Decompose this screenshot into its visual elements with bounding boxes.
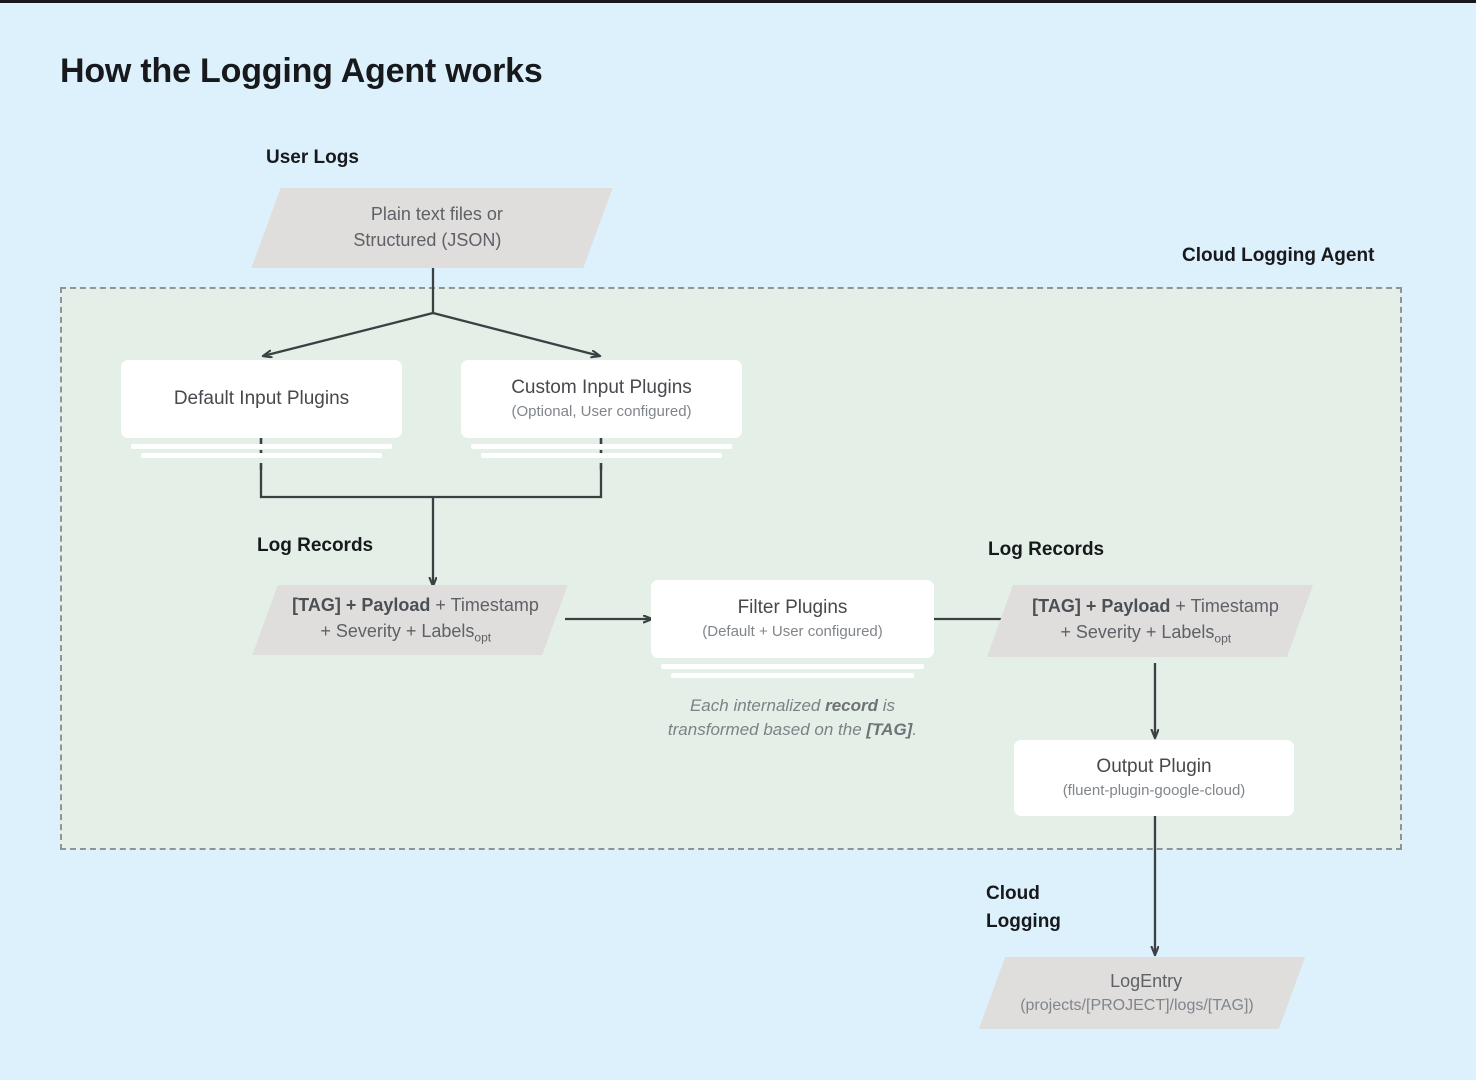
- zone-label-cloud-logging-agent: Cloud Logging Agent: [1182, 245, 1375, 266]
- log-record-right-bold: [TAG] + Payload: [1031, 596, 1170, 617]
- node-default-input-plugins[interactable]: Default Input Plugins: [121, 360, 402, 438]
- zone-label-cloud-logging: Cloud Logging: [986, 880, 1061, 935]
- top-rule: [0, 0, 1476, 3]
- node-custom-input-plugins[interactable]: Custom Input Plugins (Optional, User con…: [461, 360, 742, 438]
- output-plugin-subtitle: (fluent-plugin-google-cloud): [1062, 782, 1246, 800]
- log-record-right-subscript: opt: [1214, 631, 1231, 646]
- log-record-right-line-2: + Severity + Labelsopt: [1060, 620, 1231, 648]
- node-log-record-left[interactable]: [TAG] + Payload + Timestamp + Severity +…: [252, 585, 568, 655]
- log-record-right-line-1: [TAG] + Payload + Timestamp: [1032, 594, 1279, 620]
- node-filter-plugins[interactable]: Filter Plugins (Default + User configure…: [651, 580, 934, 658]
- log-record-right-rest: + Timestamp: [1169, 596, 1279, 617]
- node-log-entry[interactable]: LogEntry (projects/[PROJECT]/logs/[TAG]): [978, 957, 1306, 1029]
- transform-note-part-3: transformed based on the: [667, 720, 867, 740]
- user-logs-source-line-1: Plain text files or: [370, 204, 503, 225]
- zone-label-log-records-right: Log Records: [988, 539, 1105, 560]
- filter-plugins-subtitle: (Default + User configured): [702, 623, 883, 641]
- zone-label-log-records-left: Log Records: [257, 535, 374, 556]
- custom-input-plugins-title: Custom Input Plugins: [511, 376, 692, 398]
- log-record-left-rest-2: + Severity + Labels: [319, 620, 475, 641]
- transform-note-bold-tag: [TAG]: [866, 720, 913, 740]
- custom-input-plugins-stack-2: [481, 453, 722, 458]
- node-output-plugin[interactable]: Output Plugin (fluent-plugin-google-clou…: [1014, 740, 1294, 816]
- transform-note-bold-record: record: [825, 696, 879, 715]
- cloud-logging-line-1: Cloud: [986, 883, 1040, 904]
- transform-note-part-2: is: [878, 696, 896, 715]
- log-record-left-line-2: + Severity + Labelsopt: [320, 619, 491, 647]
- log-record-left-rest: + Timestamp: [429, 595, 539, 616]
- transform-note-part-4: .: [912, 720, 918, 740]
- default-input-plugins-stack-1: [131, 444, 392, 449]
- filter-plugins-title: Filter Plugins: [737, 596, 848, 618]
- filter-plugins-stack-1: [661, 664, 924, 669]
- transform-note-part-1: Each internalized: [689, 696, 826, 715]
- log-record-right-rest-2: + Severity + Labels: [1059, 621, 1215, 642]
- cloud-logging-line-2: Logging: [986, 910, 1061, 932]
- log-entry-title: LogEntry: [1110, 971, 1183, 992]
- log-record-left-line-1: [TAG] + Payload + Timestamp: [292, 593, 539, 619]
- node-user-logs-source[interactable]: Plain text files or Structured (JSON): [251, 188, 613, 268]
- log-record-left-subscript: opt: [474, 630, 491, 645]
- transform-note: Each internalized record is transformed …: [620, 694, 965, 742]
- custom-input-plugins-subtitle: (Optional, User configured): [511, 403, 692, 421]
- node-log-record-right[interactable]: [TAG] + Payload + Timestamp + Severity +…: [986, 585, 1314, 657]
- log-record-left-bold: [TAG] + Payload: [291, 595, 430, 616]
- page-title: How the Logging Agent works: [60, 52, 543, 90]
- custom-input-plugins-stack-1: [471, 444, 732, 449]
- default-input-plugins-stack-2: [141, 453, 382, 458]
- log-entry-subtitle: (projects/[PROJECT]/logs/[TAG]): [1020, 996, 1255, 1014]
- default-input-plugins-title: Default Input Plugins: [173, 387, 350, 409]
- zone-label-user-logs: User Logs: [266, 147, 359, 168]
- user-logs-source-line-2: Structured (JSON): [353, 230, 502, 250]
- filter-plugins-stack-2: [671, 673, 914, 678]
- output-plugin-title: Output Plugin: [1096, 755, 1212, 777]
